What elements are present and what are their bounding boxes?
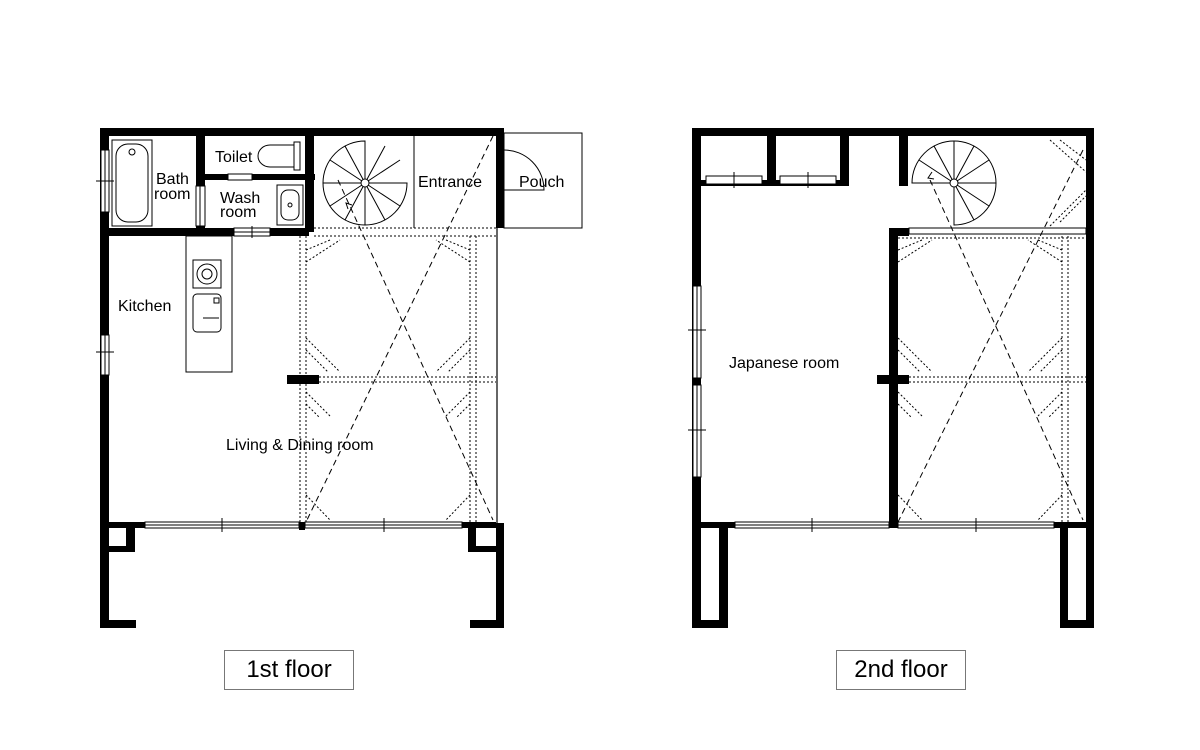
f1-interior-walls xyxy=(109,136,319,530)
room-label-kitchen: Kitchen xyxy=(118,298,171,315)
room-label-bath-line2: room xyxy=(154,186,190,203)
f2-void-bracing xyxy=(897,139,1087,523)
kitchen-counter-icon xyxy=(185,235,233,373)
f1-fixtures xyxy=(111,139,304,373)
sink-icon xyxy=(276,184,304,226)
f1-void-bracing xyxy=(299,135,496,523)
room-label-bath: Bath xyxy=(156,171,189,188)
room-label-japanese: Japanese room xyxy=(729,355,839,372)
second-floor-plan: Japanese room xyxy=(688,128,1094,628)
f1-exterior-walls xyxy=(100,128,504,628)
first-floor-plan: Toilet Bath room Wash room Entrance Pouc… xyxy=(96,128,583,628)
room-label-toilet: Toilet xyxy=(215,149,253,166)
toilet-icon xyxy=(257,141,301,171)
room-label-wash-line2: room xyxy=(220,204,256,221)
floor-label-1st: 1st floor xyxy=(224,650,354,690)
f1-windows xyxy=(96,149,463,532)
f2-interior-walls xyxy=(701,136,909,528)
bathtub-icon xyxy=(111,139,153,227)
f1-entrance-area xyxy=(413,132,583,229)
room-label-entrance: Entrance xyxy=(418,174,482,191)
room-label-pouch: Pouch xyxy=(519,174,564,191)
room-label-wash: Wash xyxy=(220,190,260,207)
f2-spiral-stair-icon xyxy=(911,140,997,226)
room-label-living-dining: Living & Dining room xyxy=(226,437,374,454)
f2-windows xyxy=(688,172,1087,532)
floor-label-2nd: 2nd floor xyxy=(836,650,966,690)
f1-spiral-stair-icon xyxy=(322,140,408,226)
